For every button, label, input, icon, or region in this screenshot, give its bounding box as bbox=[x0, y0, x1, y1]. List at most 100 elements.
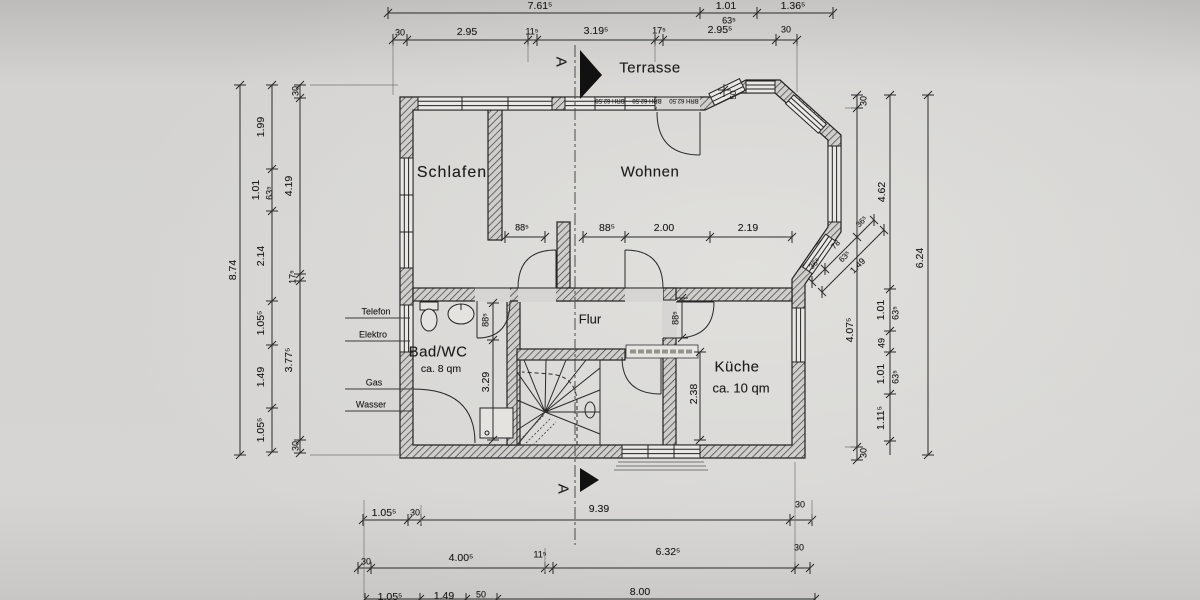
windows bbox=[399, 78, 842, 471]
dim-label: 4.00⁵ bbox=[448, 551, 474, 564]
dim-label: 88⁵ bbox=[480, 313, 491, 327]
room-label-bad: Bad/WC bbox=[408, 343, 468, 361]
dim-label: 1.05⁵ bbox=[254, 417, 267, 443]
dim-label: 88⁵ bbox=[670, 311, 681, 325]
understairs-door bbox=[621, 356, 662, 395]
dim-label: 88⁵ bbox=[598, 221, 616, 234]
dim-label: 1.01 bbox=[249, 179, 262, 201]
witness-lines bbox=[310, 44, 856, 598]
window-bay-2 bbox=[745, 80, 776, 94]
dim-label: 9.39 bbox=[588, 502, 610, 515]
walls bbox=[399, 79, 842, 459]
window-wohnen-top bbox=[564, 96, 656, 111]
dim-label: 30 bbox=[794, 499, 806, 510]
dim-label: 30 bbox=[290, 440, 301, 452]
opening-edges bbox=[475, 96, 700, 339]
door-openings bbox=[475, 96, 700, 338]
room-label-terrasse: Terrasse bbox=[619, 59, 681, 77]
utility-label-telefon: Telefon bbox=[361, 306, 391, 317]
dim-label: 1.49 bbox=[433, 589, 455, 600]
dim-label: 63⁵ bbox=[890, 306, 901, 320]
dim-label: 30 bbox=[409, 507, 421, 518]
dim-label: 3.77⁵ bbox=[282, 347, 295, 373]
dim-label: 63⁵ bbox=[722, 15, 736, 26]
dimension-lines bbox=[234, 7, 934, 600]
room-label-flur: Flur bbox=[578, 311, 602, 327]
window-bad-left bbox=[399, 304, 414, 353]
dim-label: 3.19⁵ bbox=[583, 24, 609, 37]
dim-label: 6.32⁵ bbox=[655, 545, 681, 558]
stairs bbox=[516, 359, 601, 446]
dim-label: 49 bbox=[876, 337, 887, 349]
window-bay-1 bbox=[708, 78, 746, 106]
section-marker-top: A bbox=[552, 56, 570, 68]
section-line bbox=[574, 45, 602, 545]
toilet bbox=[419, 301, 439, 332]
dim-label: 8.74 bbox=[226, 259, 239, 281]
window-bay-5 bbox=[801, 233, 837, 275]
dim-label: 63⁵ bbox=[264, 186, 275, 200]
dim-label: 88⁵ bbox=[515, 222, 529, 233]
dim-label: 17⁵ bbox=[652, 25, 666, 36]
section-arrow-top bbox=[580, 50, 602, 99]
dim-label: 2.95 bbox=[456, 25, 478, 38]
dim-label: 50 bbox=[729, 90, 738, 100]
dim-label: 1.11⁵ bbox=[874, 405, 887, 431]
dim-label: 63⁵ bbox=[890, 370, 901, 384]
sill-height-label: BRH 62.50 bbox=[632, 97, 662, 103]
dim-label: 30 bbox=[394, 27, 406, 38]
dim-label: 50 bbox=[475, 589, 487, 600]
shower bbox=[412, 388, 514, 444]
section-marker-bottom: A bbox=[554, 483, 572, 495]
small-wall-label bbox=[625, 344, 699, 359]
dim-label: 1.01 bbox=[874, 299, 887, 321]
dim-label: 1.05⁵ bbox=[377, 590, 403, 600]
dim-label: 1.05⁵ bbox=[254, 310, 267, 336]
dim-label: 30 bbox=[780, 24, 792, 35]
room-label-schlafen: Schlafen bbox=[416, 164, 488, 181]
dim-label: 17⁵ bbox=[287, 270, 298, 284]
room-label-kueche: Küche bbox=[714, 358, 760, 376]
dim-label: 7.61⁵ bbox=[527, 0, 553, 12]
dim-label: 30 bbox=[858, 447, 869, 459]
sill-height-label: BRH 62.50 bbox=[669, 97, 699, 103]
dim-label: 30 bbox=[858, 95, 869, 107]
dim-label: 2.38 bbox=[687, 383, 700, 405]
dim-label: 2.95⁵ bbox=[707, 23, 733, 36]
sill-height-label: BRH 62.50 bbox=[595, 97, 625, 103]
terrace-door bbox=[656, 111, 701, 156]
utility-label-gas: Gas bbox=[365, 377, 383, 388]
dim-label: 1.99 bbox=[254, 116, 267, 138]
bad-door bbox=[476, 300, 511, 339]
dim-label: 4.19 bbox=[282, 175, 295, 197]
schlafen-door bbox=[517, 249, 557, 289]
section-arrow-bottom bbox=[580, 468, 599, 492]
room-area-bad: ca. 8 qm bbox=[420, 362, 462, 375]
dim-label: 30 bbox=[360, 556, 372, 567]
dim-label: 8.00 bbox=[629, 585, 651, 598]
dim-label: 1.05⁵ bbox=[371, 506, 397, 519]
window-schlafen-left bbox=[399, 157, 414, 269]
window-bay-3 bbox=[784, 94, 828, 134]
window-kueche-right bbox=[791, 307, 806, 363]
dim-label: 4.62 bbox=[875, 181, 888, 203]
dim-label: 1.49 bbox=[254, 366, 267, 388]
dim-label: 11⁵ bbox=[525, 26, 539, 37]
wohnen-door bbox=[624, 249, 664, 289]
dim-label: 4.07⁵ bbox=[843, 317, 856, 343]
bath-fixtures bbox=[412, 301, 514, 444]
utility-label-elektro: Elektro bbox=[358, 329, 388, 340]
dim-label: 1.36⁵ bbox=[780, 0, 806, 12]
doors bbox=[476, 111, 715, 395]
dim-label: 30 bbox=[793, 542, 805, 553]
dim-label: 30 bbox=[290, 85, 301, 97]
room-label-wohnen: Wohnen bbox=[620, 163, 680, 181]
sink bbox=[447, 303, 475, 325]
dim-label: 2.00 bbox=[653, 221, 675, 234]
dim-label: 3.29 bbox=[479, 371, 492, 393]
dim-label: 2.19 bbox=[737, 221, 759, 234]
window-schlafen-top bbox=[417, 96, 553, 111]
dim-label: 1.01 bbox=[874, 363, 887, 385]
